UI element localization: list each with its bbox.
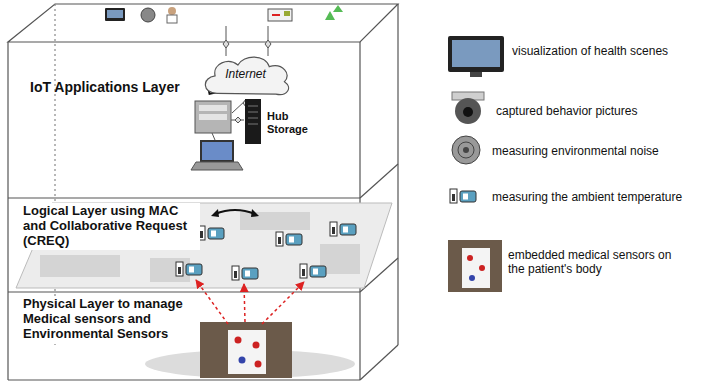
map-plane bbox=[16, 203, 392, 288]
monitor-screen bbox=[452, 40, 500, 67]
link-diamond bbox=[235, 117, 241, 123]
box-top-face bbox=[8, 4, 398, 42]
box-edge bbox=[397, 4, 398, 345]
layer-title: Logical Layer using MAC and Collaborativ… bbox=[20, 203, 200, 250]
patient-body bbox=[228, 330, 266, 374]
monitor-stand bbox=[470, 72, 482, 77]
layer-band: Physical Layer to manage Medical sensors… bbox=[8, 292, 360, 380]
tower-body bbox=[245, 99, 261, 144]
server-bay bbox=[199, 105, 227, 111]
patient-photo bbox=[448, 240, 502, 292]
link-diamond bbox=[223, 40, 229, 48]
exchange-arrow bbox=[215, 210, 255, 214]
body-sensor bbox=[253, 342, 260, 349]
sensor-icons bbox=[176, 222, 356, 280]
recycle-icon bbox=[333, 5, 343, 12]
body-sensor bbox=[479, 265, 485, 271]
map-room bbox=[40, 255, 120, 277]
exchange-arrow-head bbox=[251, 209, 259, 217]
cloud-node: Internet bbox=[198, 50, 293, 100]
box-edge bbox=[7, 42, 8, 380]
sensor-icon bbox=[198, 226, 224, 240]
link-line bbox=[212, 133, 215, 140]
laptop-screen bbox=[202, 142, 232, 160]
noise-icon bbox=[141, 8, 155, 22]
body-sensor bbox=[235, 337, 242, 344]
storage-tower bbox=[243, 98, 263, 146]
camera-lens bbox=[463, 107, 473, 117]
laptop-base bbox=[191, 162, 243, 170]
body-sensor bbox=[255, 361, 262, 368]
laptop-icon bbox=[200, 140, 234, 162]
signal-arrow bbox=[262, 282, 304, 324]
layer-band: Logical Layer using MAC and Collaborativ… bbox=[8, 198, 360, 292]
layer-box bbox=[8, 4, 398, 380]
link-diamond bbox=[265, 40, 271, 48]
legend-text: measuring the ambient temperature bbox=[492, 190, 682, 204]
signal-arrow bbox=[196, 280, 228, 324]
layer-divider bbox=[8, 197, 360, 198]
monitor-icon bbox=[448, 36, 504, 72]
box-edge bbox=[360, 345, 398, 380]
top-icons bbox=[105, 5, 343, 23]
box-back-edge bbox=[54, 4, 55, 345]
tower-bay bbox=[248, 112, 258, 113]
server-icon bbox=[195, 101, 231, 133]
sensor-icon bbox=[300, 264, 326, 278]
tower-bay bbox=[248, 118, 258, 119]
camera-dome bbox=[455, 98, 481, 124]
cloud-outline bbox=[205, 57, 288, 95]
recycle-icon bbox=[325, 11, 335, 20]
layer-divider bbox=[360, 164, 398, 198]
tower-bay bbox=[248, 124, 258, 125]
layer-divider bbox=[8, 291, 360, 292]
noise-sensor-core bbox=[463, 147, 469, 153]
storage-node: Hub Storage bbox=[243, 98, 329, 148]
sensor-icon bbox=[276, 232, 302, 246]
body-sensor bbox=[467, 255, 473, 261]
map-room bbox=[240, 212, 310, 230]
sensor-icon bbox=[176, 262, 202, 276]
ambulance-window bbox=[284, 11, 290, 16]
server-bay bbox=[199, 114, 227, 120]
signal-arrow bbox=[244, 284, 245, 322]
patient-photo bbox=[200, 322, 292, 378]
doctor-coat bbox=[167, 15, 177, 23]
legend-text: visualization of health scenes bbox=[512, 44, 668, 58]
node-label: Hub Storage bbox=[267, 110, 325, 135]
layer-band: IoT Applications Layer InternetHub Storag… bbox=[8, 42, 360, 198]
noise-sensor-icon bbox=[452, 136, 480, 164]
ambulance-cross bbox=[272, 14, 280, 16]
monitor-screen bbox=[107, 10, 123, 18]
noise-sensor-ring bbox=[458, 142, 474, 158]
floor-map bbox=[16, 203, 392, 288]
map-room bbox=[150, 258, 190, 282]
patient-body bbox=[462, 248, 490, 288]
layer-title: Physical Layer to manage Medical sensors… bbox=[20, 296, 200, 343]
legend-text: measuring environmental noise bbox=[492, 144, 659, 158]
legend-icons bbox=[448, 36, 504, 292]
temperature-sensor-icon bbox=[450, 189, 476, 203]
monitor-icon bbox=[105, 8, 125, 21]
box-edge bbox=[8, 379, 360, 380]
legend-text: embedded medical sensors on the patient'… bbox=[508, 248, 683, 277]
body-sensor bbox=[239, 357, 246, 364]
doctor-icon bbox=[168, 7, 176, 15]
exchange-arrow-head bbox=[211, 209, 219, 217]
legend-text: captured behavior pictures bbox=[496, 104, 637, 118]
sensor-icon bbox=[330, 222, 356, 236]
ambulance-icon bbox=[268, 9, 292, 21]
body-sensor bbox=[469, 275, 475, 281]
layer-title: IoT Applications Layer bbox=[30, 79, 180, 95]
cloud-label: Internet bbox=[225, 68, 266, 82]
tower-bay bbox=[248, 106, 258, 107]
sensor-icon bbox=[232, 266, 258, 280]
